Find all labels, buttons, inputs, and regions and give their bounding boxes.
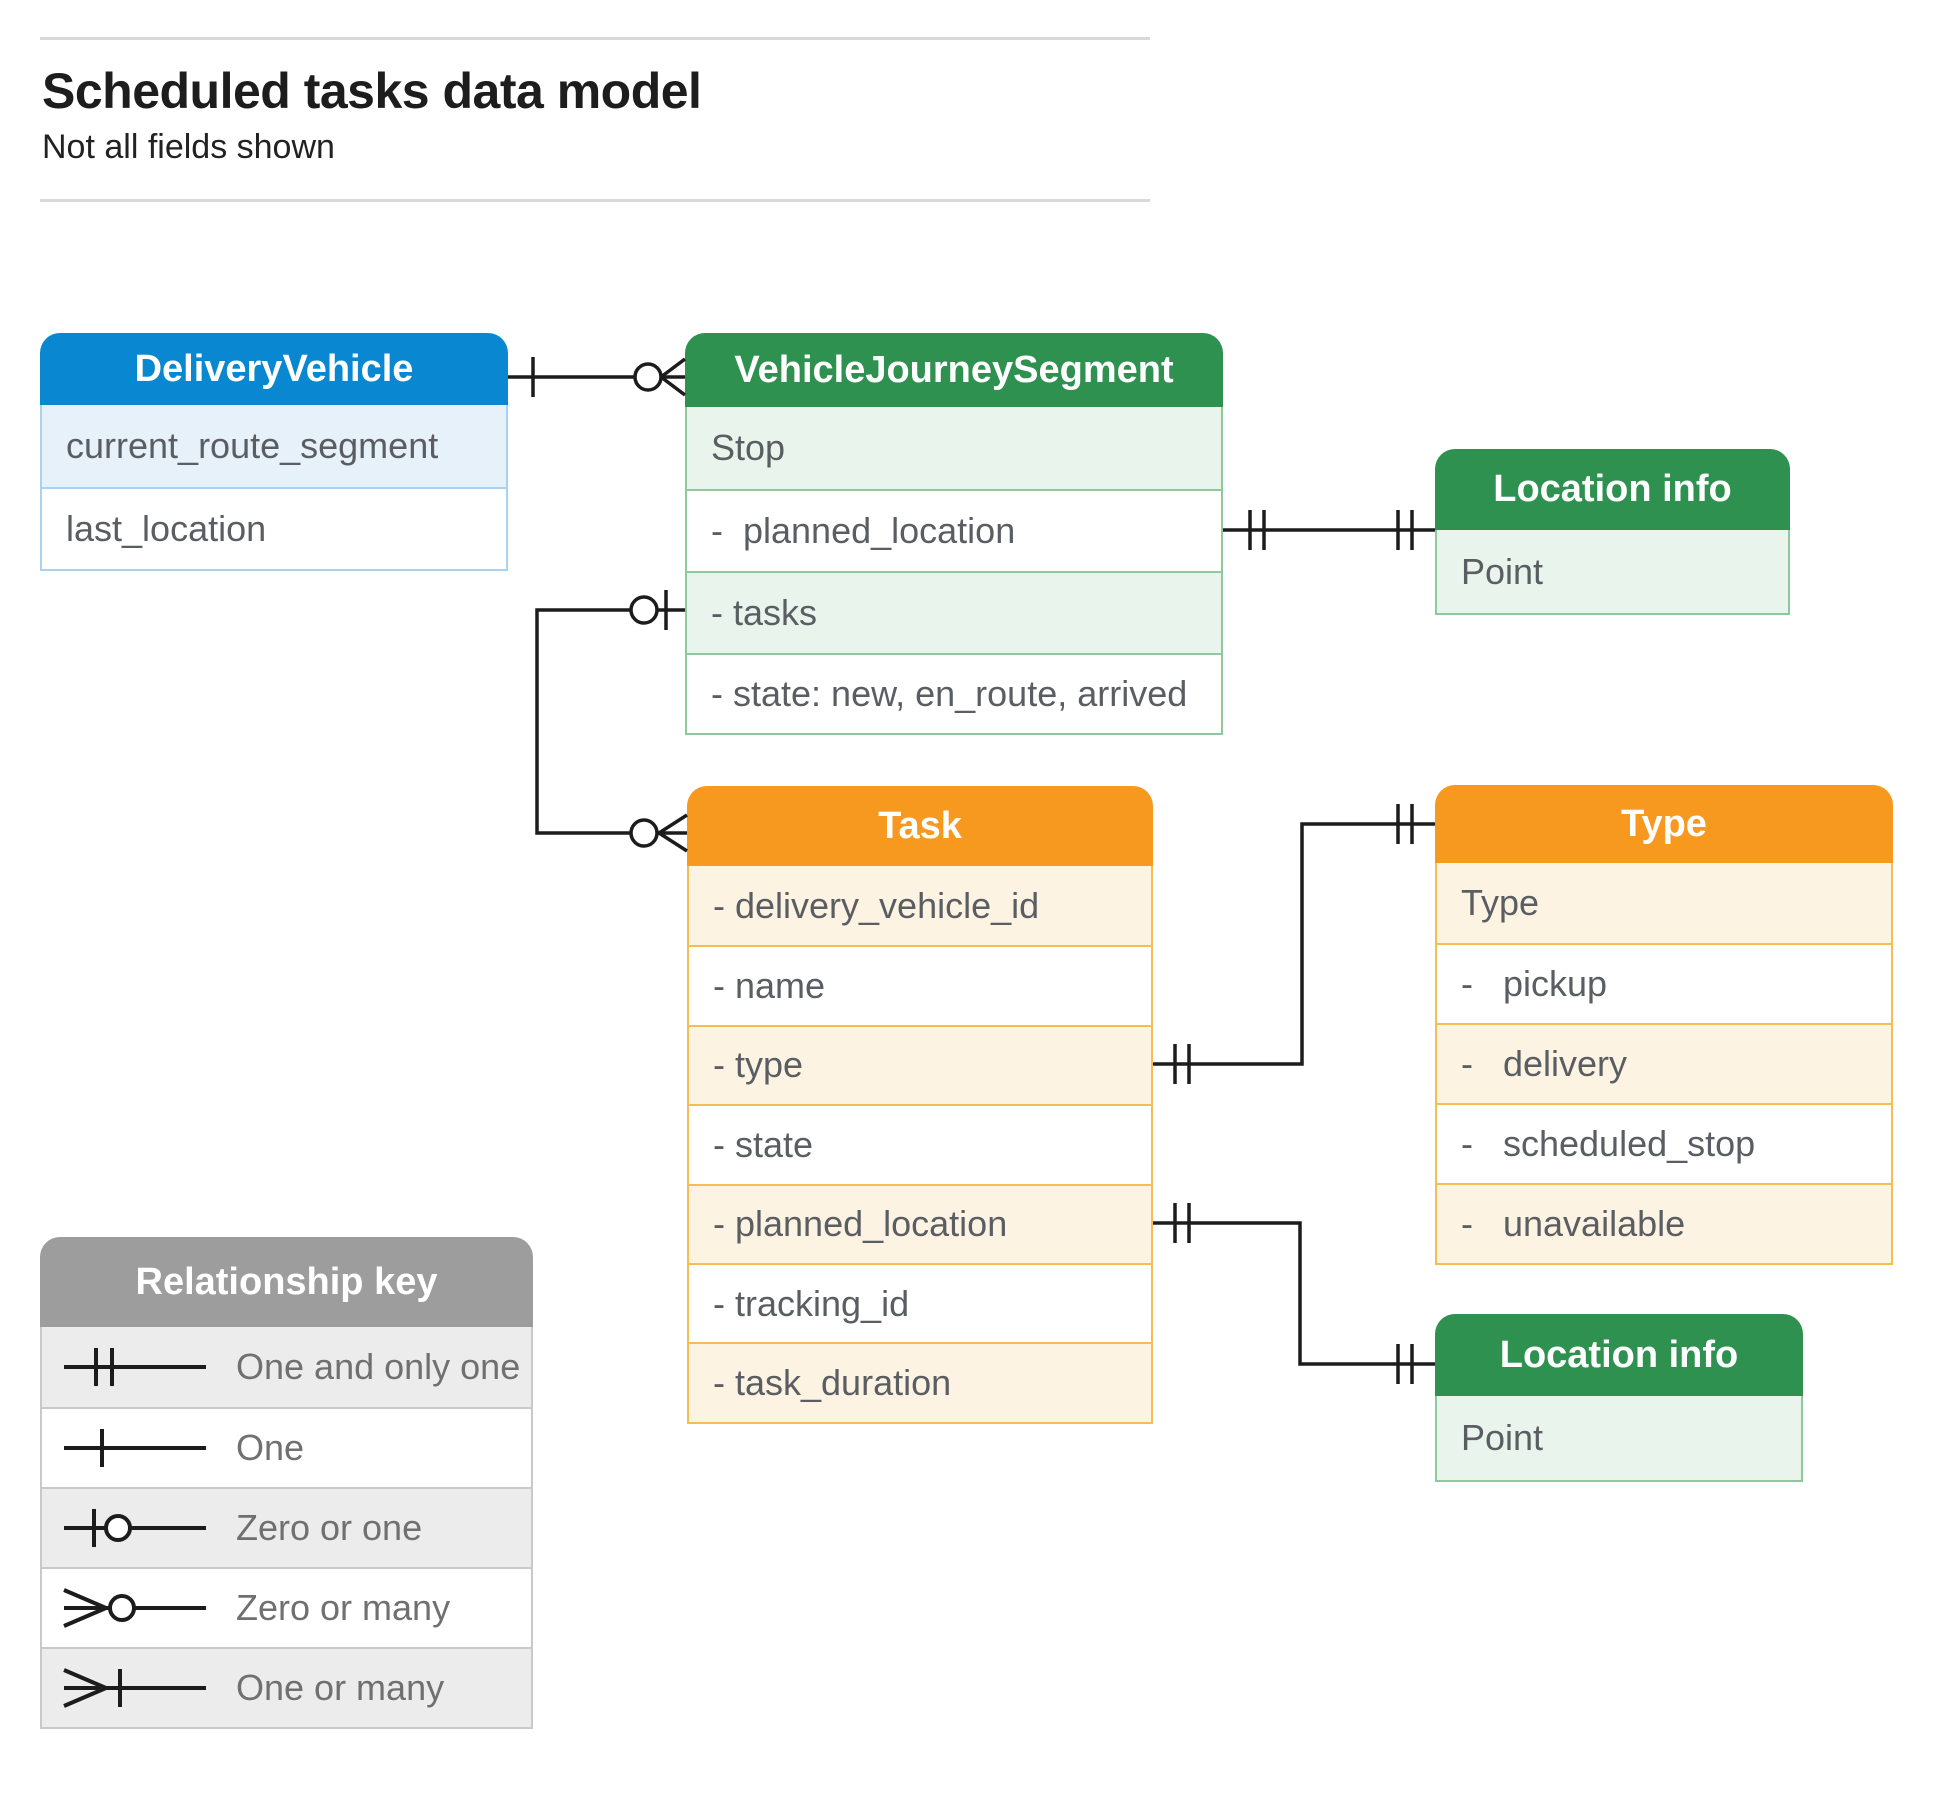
key-row-zero-or-many: Zero or many [42,1567,531,1647]
entity-location-info-top-fields: Point [1435,530,1790,615]
page-title: Scheduled tasks data model [42,63,702,119]
relationship-key-title: Relationship key [135,1260,438,1303]
entity-location-info-bottom-header: Location info [1435,1314,1803,1396]
entity-location-info-top: Location info Point [1435,449,1790,615]
field-point: Point [1437,530,1788,613]
symbol-one-or-many-icon [63,1668,206,1708]
key-label: One and only one [236,1346,521,1387]
relationship-key-items: One and only one One Zero or one Zero or… [40,1327,533,1729]
field-unavailable: - unavailable [1437,1183,1891,1263]
entity-title: VehicleJourneySegment [734,348,1174,391]
entity-type-header: Type [1435,785,1893,863]
entity-vehicle-journey-segment-fields: Stop - planned_location - tasks - state:… [685,407,1223,735]
field-stop: Stop [687,407,1221,489]
symbol-zero-or-many-icon [63,1588,206,1628]
field-state: - state: new, en_route, arrived [687,653,1221,733]
connector-delivery-vehicle-to-vehicle-journey-segment [508,357,687,397]
entity-vehicle-journey-segment: VehicleJourneySegment Stop - planned_loc… [685,333,1223,735]
field-delivery-vehicle-id: - delivery_vehicle_id [689,866,1151,946]
key-row-zero-or-one: Zero or one [42,1487,531,1567]
field-label: - type [713,1044,804,1086]
entity-title: Task [878,804,962,847]
field-last-location: last_location [42,487,506,569]
symbol-one-and-only-one-icon [64,1348,206,1386]
field-label: current_route_segment [66,425,439,466]
field-label: - tasks [711,592,818,633]
connector-planned-location-to-location-info-top [1223,510,1435,550]
symbol-one-icon [64,1429,206,1467]
entity-delivery-vehicle-fields: current_route_segment last_location [40,405,508,571]
bottom-rule [40,199,1150,202]
field-task-duration: - task_duration [689,1342,1151,1422]
field-label: - tracking_id [713,1282,910,1324]
entity-vehicle-journey-segment-header: VehicleJourneySegment [685,333,1223,407]
key-label: One [236,1427,305,1468]
field-label: - task_duration [713,1362,952,1404]
connector-task-type-to-type [1153,804,1435,1084]
entity-delivery-vehicle-header: DeliveryVehicle [40,333,508,405]
field-tracking-id: - tracking_id [689,1262,1151,1342]
symbol-zero-or-one-icon [64,1509,206,1547]
entity-title: Location info [1493,468,1732,510]
field-tasks: - tasks [687,571,1221,653]
field-label: - unavailable [1461,1203,1686,1244]
field-scheduled-stop: - scheduled_stop [1437,1103,1891,1183]
entity-title: DeliveryVehicle [134,347,414,390]
field-point: Point [1437,1396,1801,1480]
field-label: - delivery_vehicle_id [713,884,1040,926]
entity-task: Task - delivery_vehicle_id - name - type… [687,786,1153,1424]
entity-type: Type Type - pickup - delivery - schedule… [1435,785,1893,1265]
entity-task-header: Task [687,786,1153,866]
entity-location-info-bottom: Location info Point [1435,1314,1803,1482]
key-row-one-and-only-one: One and only one [42,1327,531,1407]
key-row-one-or-many: One or many [42,1647,531,1727]
connector-vehicle-journey-segment-tasks-to-task [535,590,688,853]
entity-delivery-vehicle: DeliveryVehicle current_route_segment la… [40,333,508,571]
key-row-one: One [42,1407,531,1487]
field-label: Type [1461,882,1540,923]
field-type: - type [689,1024,1151,1105]
key-label: One or many [236,1667,445,1708]
key-label: Zero or many [236,1587,451,1628]
field-label: - scheduled_stop [1461,1123,1756,1164]
top-rule [40,37,1150,40]
field-label: - state [713,1123,814,1165]
key-label: Zero or one [236,1507,423,1548]
field-current-route-segment: current_route_segment [42,405,506,487]
page-subtitle: Not all fields shown [42,128,335,166]
relationship-key-header: Relationship key [40,1237,533,1327]
field-label: Stop [711,427,786,468]
field-planned-location: - planned_location [689,1183,1151,1263]
field-label: - planned_location [711,510,1016,551]
field-label: - name [713,965,826,1007]
entity-type-fields: Type - pickup - delivery - scheduled_sto… [1435,863,1893,1265]
field-label: Point [1461,550,1544,592]
entity-title: Type [1621,802,1707,845]
field-name: - name [689,945,1151,1024]
entity-title: Location info [1499,1333,1739,1376]
field-label: - pickup [1461,963,1608,1004]
field-planned-location: - planned_location [687,489,1221,571]
field-label: - delivery [1461,1043,1628,1084]
entity-location-info-bottom-fields: Point [1435,1396,1803,1482]
entity-task-fields: - delivery_vehicle_id - name - type - st… [687,866,1153,1424]
relationship-key: Relationship key One and only one One Ze… [40,1237,533,1729]
field-type: Type [1437,863,1891,943]
field-label: Point [1461,1417,1544,1458]
field-label: last_location [66,508,267,549]
connector-task-planned-location-to-location-info-bottom [1153,1203,1435,1384]
field-pickup: - pickup [1437,943,1891,1023]
field-label: - state: new, en_route, arrived [711,673,1188,714]
field-label: - planned_location [713,1203,1008,1245]
field-state: - state [689,1104,1151,1183]
field-delivery: - delivery [1437,1023,1891,1103]
entity-location-info-top-header: Location info [1435,449,1790,530]
